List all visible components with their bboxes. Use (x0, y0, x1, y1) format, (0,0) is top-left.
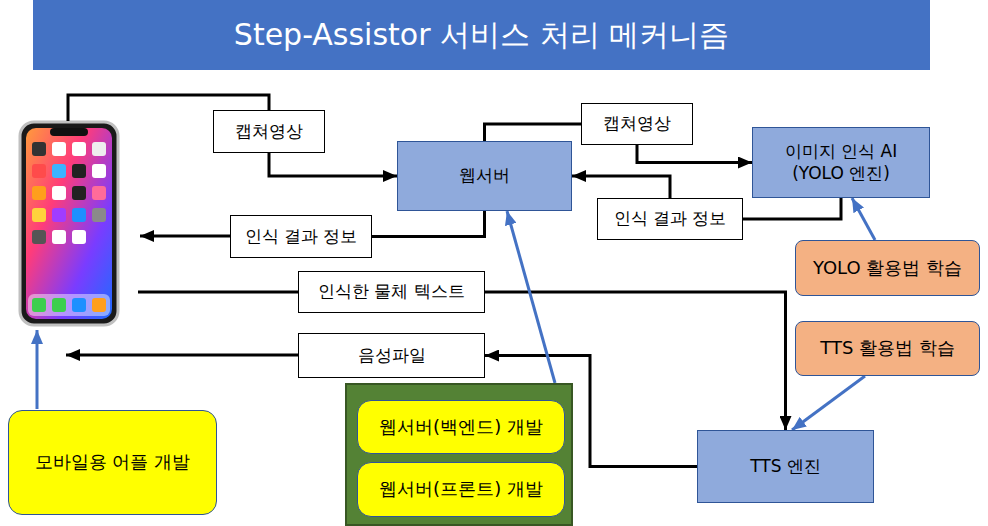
node-text: TTS 활용법 학습 (804, 337, 971, 360)
task-box: YOLO 활용법 학습 (795, 240, 980, 296)
phone-screen (26, 128, 112, 319)
flow-connector (485, 124, 582, 141)
flow-label-box: 인식 결과 정보 (597, 198, 743, 240)
pointer-arrow (507, 211, 555, 383)
task-box: 웹서버(백엔드) 개발 (357, 400, 565, 454)
flow-connector (572, 176, 670, 198)
dock-icons (32, 298, 106, 312)
title-text: Step-Assistor 서비스 처리 메커니즘 (234, 15, 729, 56)
flow-label-box: 캡쳐영상 (213, 110, 325, 153)
node-text: 이미지 인식 AI (YOLO 엔진) (761, 141, 921, 184)
pointer-arrow (792, 376, 865, 430)
wire-arrow (140, 235, 230, 238)
node-text: TTS 엔진 (706, 456, 865, 477)
wire (138, 291, 298, 294)
process-box: 이미지 인식 AI (YOLO 엔진) (752, 127, 930, 198)
group-panel: 웹서버(백엔드) 개발웹서버(프론트) 개발 (345, 383, 573, 526)
task-box: 웹서버(프론트) 개발 (357, 462, 565, 517)
node-text: 인식 결과 정보 (606, 208, 734, 229)
node-text: 인식한 물체 텍스트 (307, 281, 476, 302)
node-text: YOLO 활용법 학습 (804, 257, 971, 280)
flow-label-box: 음성파일 (298, 333, 485, 378)
node-text: 웹서버 (406, 165, 563, 186)
flow-label-box: 인식한 물체 텍스트 (298, 271, 485, 313)
node-text: 인식 결과 정보 (239, 226, 363, 247)
flow-connector (743, 198, 841, 219)
process-box: 웹서버 (397, 141, 572, 211)
task-box: 모바일용 어플 개발 (8, 410, 217, 515)
phone-dock (28, 294, 110, 316)
process-box: TTS 엔진 (697, 430, 874, 503)
phone-notch (50, 128, 88, 136)
title-bar: Step-Assistor 서비스 처리 메커니즘 (33, 0, 930, 70)
flow-connector (637, 145, 752, 163)
node-text: 웹서버(백엔드) 개발 (366, 416, 556, 439)
wire-arrow (66, 354, 298, 357)
app-icons (32, 142, 106, 244)
node-text: 모바일용 어플 개발 (17, 451, 208, 474)
flow-connector (372, 211, 485, 237)
flow-label-box: 인식 결과 정보 (230, 215, 372, 258)
pointer-arrow (852, 198, 875, 240)
flow-connector (269, 153, 397, 176)
phone-body (20, 122, 118, 325)
node-text: 웹서버(프론트) 개발 (366, 478, 556, 501)
node-text: 음성파일 (307, 345, 476, 366)
pointer-arrow (36, 330, 39, 409)
task-box: TTS 활용법 학습 (795, 321, 980, 376)
phone-illustration (20, 122, 118, 325)
node-text: 캡쳐영상 (590, 113, 684, 134)
flow-label-box: 캡쳐영상 (581, 103, 693, 145)
node-text: 캡쳐영상 (222, 121, 316, 142)
